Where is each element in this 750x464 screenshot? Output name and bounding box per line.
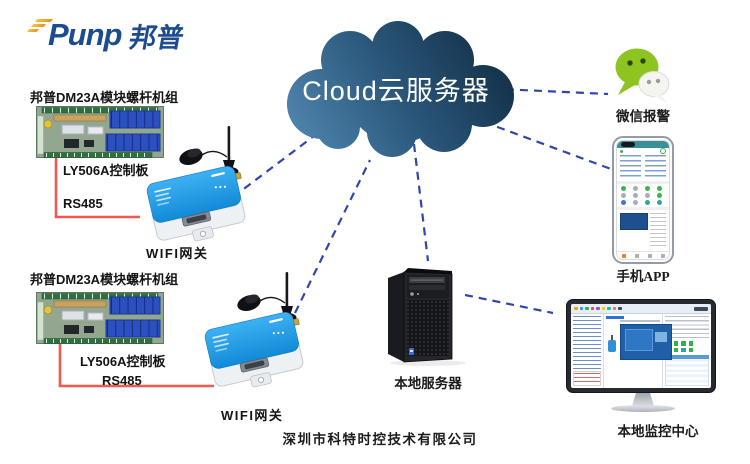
phone-app-screen bbox=[616, 140, 670, 260]
app-data-rows bbox=[620, 155, 666, 179]
monitor-base bbox=[611, 405, 675, 412]
company-name: 深圳市科特时控技术有限公司 bbox=[282, 432, 478, 447]
app-preview-image bbox=[620, 213, 648, 230]
wifi-gateway-1 bbox=[144, 126, 254, 251]
monitor-software-screen bbox=[571, 304, 711, 388]
wechat-label: 微信报警 bbox=[616, 109, 670, 124]
unit1-bus-label: RS485 bbox=[63, 196, 103, 211]
tower-server-icon bbox=[388, 268, 466, 366]
antenna-icon bbox=[144, 126, 254, 251]
app-header-bar bbox=[617, 141, 669, 148]
line-cloud-server bbox=[412, 143, 430, 262]
unit1-controller-label: LY506A控制板 bbox=[63, 163, 149, 178]
unit2-gateway-label: WIFI网关 bbox=[221, 408, 284, 423]
software-toolbar bbox=[571, 304, 711, 314]
cloud-label: Cloud云服务器 bbox=[302, 76, 490, 106]
line-gateway2-cloud bbox=[294, 159, 371, 314]
software-main-panel bbox=[604, 314, 673, 388]
cloud-server-shape: Cloud云服务器 bbox=[287, 21, 514, 157]
logo-latin-text: Punp bbox=[48, 17, 122, 52]
unit1-gateway-label: WIFI网关 bbox=[146, 246, 209, 261]
monitor-stand bbox=[632, 393, 654, 406]
software-tree-panel bbox=[571, 314, 605, 388]
unit1-title: 邦普DM23A模块螺杆机组 bbox=[30, 90, 179, 105]
smartphone-icon bbox=[612, 136, 674, 264]
antenna-icon bbox=[202, 272, 312, 397]
line-cloud-phone bbox=[483, 120, 612, 171]
unit2-title: 邦普DM23A模块螺杆机组 bbox=[30, 272, 179, 287]
unit2-bus-label: RS485 bbox=[102, 373, 142, 388]
logo-chinese-text: 邦普 bbox=[126, 22, 186, 53]
app-nav-bar bbox=[617, 251, 669, 259]
monitor-bezel bbox=[566, 299, 716, 393]
rs485-line-2 bbox=[58, 344, 214, 388]
wechat-icon bbox=[615, 48, 670, 103]
desktop-monitor-icon bbox=[566, 299, 720, 412]
logo-swoosh-icon bbox=[26, 18, 54, 40]
rs485-line-1 bbox=[54, 158, 140, 219]
controller-board-2 bbox=[36, 290, 164, 346]
monitor-label: 本地监控中心 bbox=[617, 424, 699, 439]
server-label: 本地服务器 bbox=[394, 376, 462, 391]
phone-label: 手机APP bbox=[616, 269, 670, 284]
line-server-monitor bbox=[464, 293, 554, 315]
app-icon-grid bbox=[617, 185, 669, 206]
screen-preview-image bbox=[620, 324, 673, 360]
brand-logo: Punp 邦普 bbox=[26, 10, 186, 60]
wifi-gateway-2 bbox=[202, 272, 312, 397]
device-thumbnail bbox=[608, 335, 617, 352]
phone-camera bbox=[621, 142, 635, 147]
line-gateway1-cloud bbox=[232, 132, 319, 198]
unit2-controller-label: LY506A控制板 bbox=[80, 354, 166, 369]
